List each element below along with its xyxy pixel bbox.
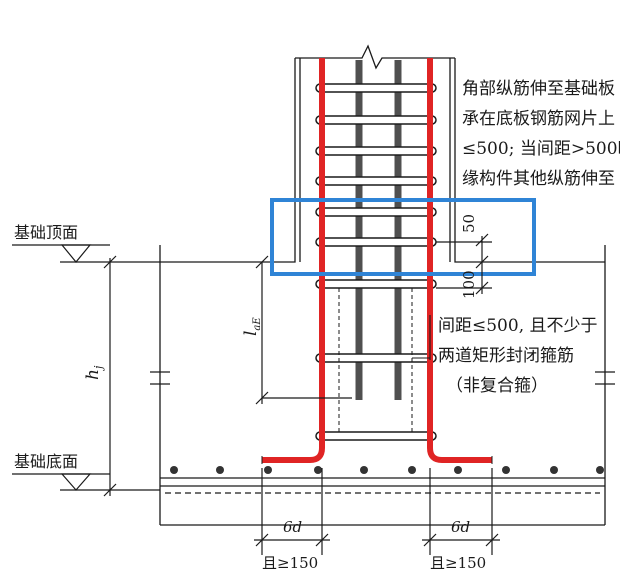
bottom-dimension-lines: [254, 468, 500, 555]
dim-50: 50: [460, 214, 478, 233]
right-small-dimension-line: [436, 233, 492, 295]
bottom-mesh-bars: [170, 466, 604, 474]
corner-note-line-2: 承在底板钢筋网片上: [462, 109, 615, 129]
lae-label: laE: [241, 317, 263, 336]
six-d-left: 6d: [283, 518, 302, 536]
hj-sub: j: [92, 365, 105, 372]
stirrup-note-leader: [412, 315, 431, 360]
stirrups: [315, 83, 437, 441]
corner-note-line-4: 缘构件其他纵筋伸至: [462, 169, 615, 189]
dashed-bars: [338, 288, 413, 432]
lae-sub: aE: [252, 317, 263, 331]
stirrup-note-line-1: 间距≤500, 且不少于: [438, 316, 598, 336]
stirrup-note-line-3: （非复合箍）: [446, 376, 548, 396]
hj-label: hj: [83, 365, 105, 380]
hj-main: h: [83, 369, 103, 380]
hj-dimension-line: [103, 255, 117, 497]
lae-main: l: [241, 331, 261, 336]
inner-longitudinal-bars: [355, 60, 402, 400]
highlight-box: [270, 198, 536, 276]
foundation-top-label: 基础顶面: [14, 223, 78, 242]
six-d-right: 6d: [451, 518, 470, 536]
level-marker-top: [12, 244, 160, 263]
corner-note-line-1: 角部纵筋伸至基础板: [462, 79, 615, 99]
foundation-bottom-label: 基础底面: [14, 452, 78, 471]
level-marker-bottom: [12, 473, 160, 491]
min150-right: 且≥150: [430, 554, 486, 572]
column-outline: [160, 44, 605, 263]
min150-left: 且≥150: [262, 554, 318, 572]
lae-dimension-line: [255, 255, 352, 405]
stirrup-note-line-2: 两道矩形封闭箍筋: [438, 346, 574, 366]
dim-100: 100: [460, 270, 478, 299]
corner-note-line-3: ≤500; 当间距>500时: [462, 139, 620, 159]
foundation-outline: [150, 245, 615, 526]
corner-longitudinal-bars: [262, 58, 492, 463]
